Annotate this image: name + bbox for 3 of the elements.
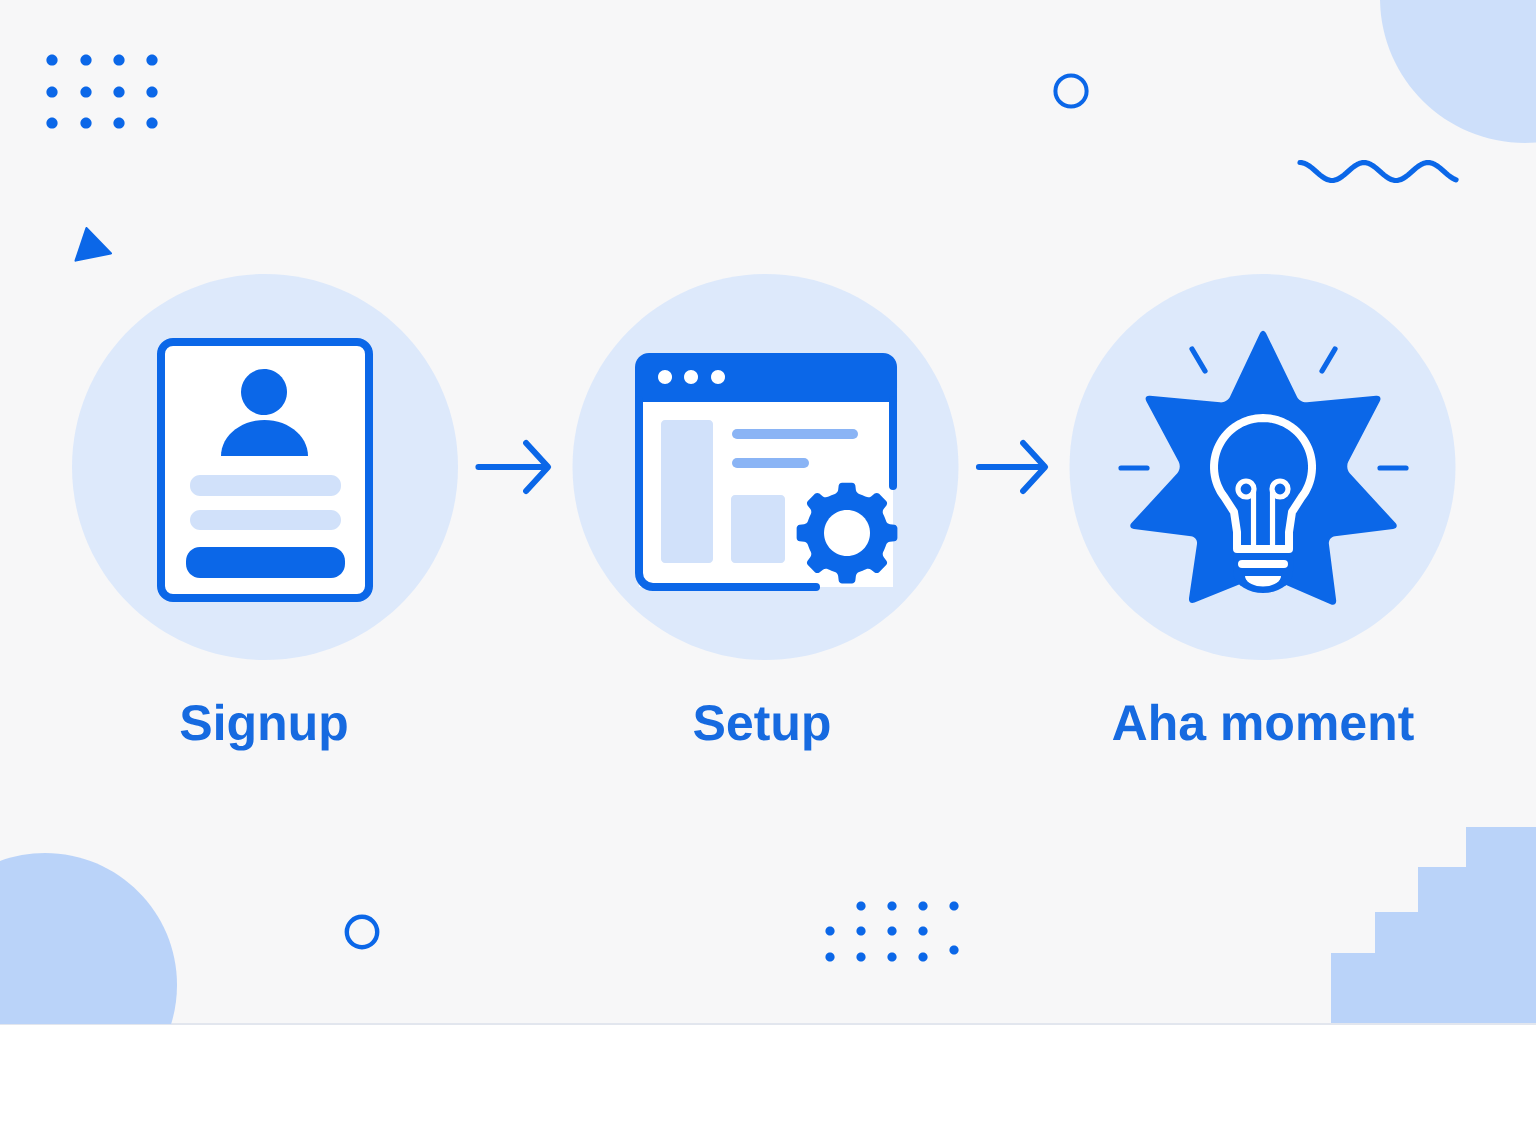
step-label: Setup	[694, 705, 830, 751]
step-label: Aha moment	[1112, 703, 1414, 741]
step-label: Signup	[180, 703, 347, 751]
